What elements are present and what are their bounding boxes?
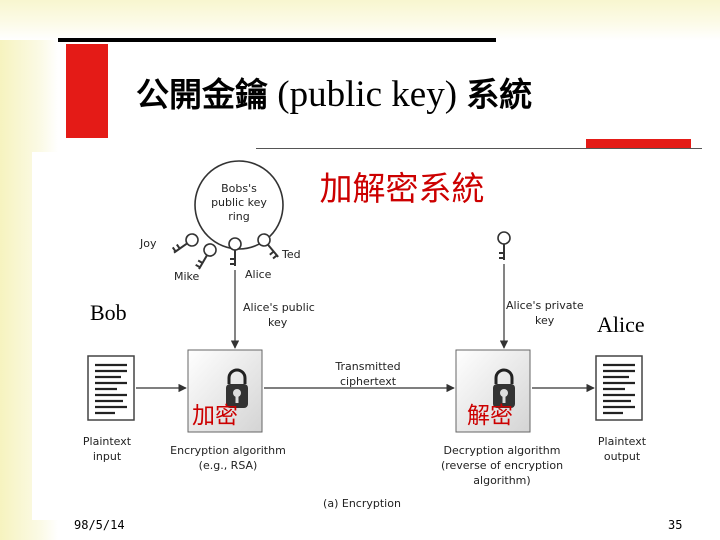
encryption-box (187, 349, 263, 433)
title-cjk-part1: 公開金鑰 (136, 75, 268, 114)
key-icon-ted (254, 230, 284, 262)
key-owner-ted: Ted (281, 248, 301, 261)
transmitted-label-line2: ciphertext (340, 375, 397, 388)
sender-label: Bob (90, 300, 127, 325)
slide-title: 公開金鑰 (public key) 系統 (136, 68, 696, 116)
transmitted-label-line1: Transmitted (334, 360, 400, 373)
diagram-heading: 加解密系統 (320, 169, 485, 208)
decrypt-label: 解密 (467, 403, 513, 429)
plaintext-input-document (86, 354, 136, 422)
title-cjk-part2: 系統 (466, 75, 533, 114)
key-owner-joy: Joy (139, 237, 157, 250)
diagram-caption: (a) Encryption (323, 497, 401, 510)
plaintext-output-document (594, 354, 644, 422)
decryption-box (455, 349, 531, 433)
public-key-ring: Bobs's public key ring (194, 160, 284, 250)
slide-date: 98/5/14 (74, 518, 125, 532)
diagram-canvas: 加解密系統 Bobs's public key ring Joy Mike Al… (83, 160, 647, 510)
public-key-label-line1: Alice's public (243, 301, 315, 314)
plaintext-input-label-line1: Plaintext (83, 435, 132, 448)
key-icon-alice-public (228, 237, 242, 267)
slide-page-number: 35 (668, 518, 683, 532)
plaintext-input-label-line2: input (93, 450, 122, 463)
background-top-band (0, 0, 720, 40)
key-icon-joy (169, 230, 202, 259)
plaintext-output-label-line1: Plaintext (598, 435, 647, 448)
title-latin-part: (public key) (277, 74, 458, 115)
private-key-label-line2: key (535, 314, 555, 327)
encrypt-label: 加密 (192, 403, 238, 429)
receiver-label: Alice (597, 312, 645, 337)
ring-label-line1: Bobs's (221, 182, 257, 195)
right-accent-bar (586, 139, 691, 149)
decryption-algorithm-label-line3: algorithm) (473, 474, 530, 487)
ring-label-line3: ring (228, 210, 250, 223)
top-rule (58, 38, 496, 42)
ring-label-line2: public key (211, 196, 267, 209)
encryption-box-frame (187, 349, 263, 433)
encryption-algorithm-label-line2: (e.g., RSA) (199, 459, 258, 472)
decryption-algorithm-label-line2: (reverse of encryption (441, 459, 563, 472)
key-icon-alice-private (497, 231, 511, 261)
title-accent-block (66, 44, 108, 138)
encryption-diagram: 加解密系統 Bobs's public key ring Joy Mike Al… (32, 152, 698, 520)
public-key-label-line2: key (268, 316, 288, 329)
key-owner-mike: Mike (174, 270, 200, 283)
encryption-algorithm-label-line1: Encryption algorithm (170, 444, 286, 457)
key-icon-mike (192, 240, 220, 274)
decryption-algorithm-label-line1: Decryption algorithm (444, 444, 561, 457)
thin-rule (256, 148, 702, 149)
private-key-label-line1: Alice's private (506, 299, 584, 312)
plaintext-output-label-line2: output (604, 450, 641, 463)
key-owner-alice: Alice (245, 268, 272, 281)
